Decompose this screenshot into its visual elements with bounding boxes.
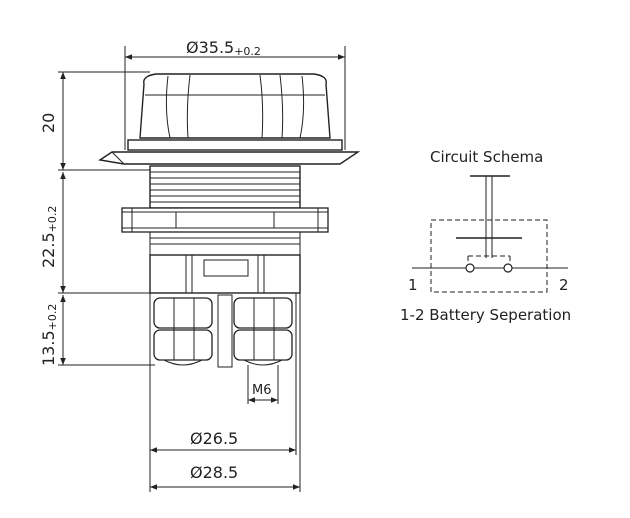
terminal-2-label: 2 — [559, 276, 569, 294]
terminal-nuts-right — [233, 297, 293, 366]
thread-length-tol: +0.2 — [46, 206, 59, 233]
dimension-top-diameter: Ø35.5+0.2 — [124, 38, 346, 150]
dimension-cap-height: 20 — [39, 71, 150, 171]
dimension-bolt: M6 — [247, 365, 279, 404]
dimension-outer-diameter: Ø28.5 — [150, 293, 301, 492]
terminal-height-tol: +0.2 — [46, 304, 59, 331]
mounting-nut — [121, 207, 329, 233]
dimension-inner-diameter: Ø26.5 — [149, 293, 297, 492]
schema-title: Circuit Schema — [430, 148, 543, 166]
switch-body — [98, 73, 361, 368]
cap-height-label: 20 — [39, 113, 58, 133]
dimension-terminal-height: 13.5+0.2 — [39, 295, 155, 366]
terminal-height-label: 13.5+0.2 — [39, 304, 59, 366]
thread-length-label: 22.5+0.2 — [39, 206, 59, 268]
thread-length-main: 22.5 — [39, 232, 58, 268]
terminal-nuts-left — [153, 297, 213, 366]
outer-diameter-label: Ø28.5 — [190, 463, 238, 482]
inner-diameter-label: Ø26.5 — [190, 429, 238, 448]
knob-cap — [98, 73, 361, 165]
top-diameter-main: Ø35.5 — [186, 38, 234, 57]
schema-caption: 1-2 Battery Seperation — [400, 306, 571, 324]
terminal-height-main: 13.5 — [39, 330, 58, 366]
top-diameter-label: Ø35.5+0.2 — [186, 38, 261, 58]
top-diameter-tol: +0.2 — [234, 45, 261, 58]
dimension-thread-length: 22.5+0.2 — [39, 172, 150, 294]
bolt-label: M6 — [252, 383, 272, 398]
circuit-schema: Circuit Schema 1 2 1-2 Battery Seperatio… — [400, 148, 571, 324]
terminal-1-label: 1 — [408, 276, 418, 294]
lower-housing — [149, 254, 301, 368]
